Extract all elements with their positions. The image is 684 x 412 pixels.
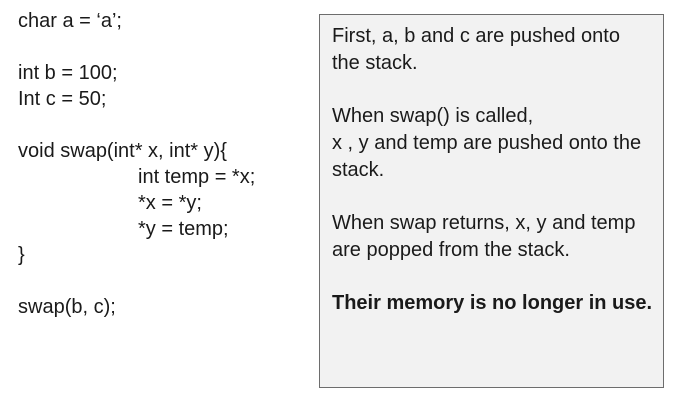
code-line-x-assign: *x = *y;	[138, 192, 202, 214]
note-swap-returns: When swap returns, x, y and temp are pop…	[332, 212, 636, 261]
note-swap-called: When swap() is called, x , y and temp ar…	[332, 103, 653, 184]
note-memory-not-in-use: Their memory is no longer in use.	[332, 292, 653, 314]
code-snippet: char a = ‘a’; int b = 100; Int c = 50; v…	[18, 8, 255, 320]
code-blank-line	[18, 34, 255, 60]
code-line-int-c: Int c = 50;	[18, 88, 107, 110]
code-line-swap-signature: void swap(int* x, int* y){	[18, 140, 227, 162]
code-blank-line	[18, 112, 255, 138]
code-line-char-a: char a = ‘a’;	[18, 10, 122, 32]
note-swap-called-line1: When swap() is called,	[332, 105, 534, 127]
code-line-int-b: int b = 100;	[18, 62, 118, 84]
code-line-close-brace: }	[18, 244, 25, 266]
note-push-abc: First, a, b and c are pushed onto the st…	[332, 25, 620, 74]
code-line-y-assign: *y = temp;	[138, 218, 229, 240]
code-blank-line	[18, 268, 255, 294]
code-line-swap-call: swap(b, c);	[18, 296, 116, 318]
code-line-temp-assign: int temp = *x;	[138, 166, 256, 188]
note-swap-called-line2: x , y and temp are pushed onto the stack…	[332, 132, 642, 181]
explanation-box: First, a, b and c are pushed onto the st…	[319, 14, 664, 388]
